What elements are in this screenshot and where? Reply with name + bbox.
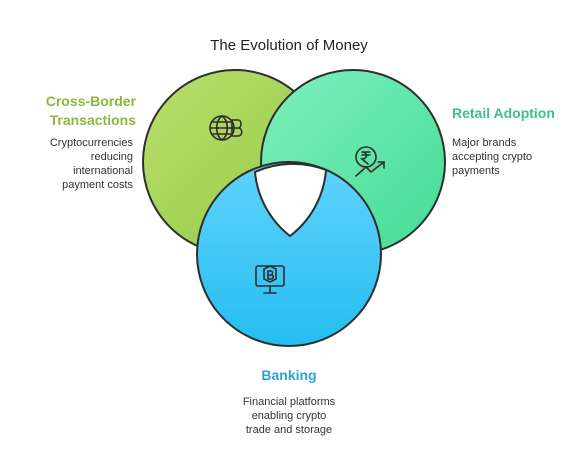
banking-description: Financial platforms enabling crypto trad… <box>242 396 336 436</box>
venn-center <box>253 162 328 238</box>
banking-title: Banking <box>261 367 317 383</box>
monitor-bitcoin-icon <box>255 265 285 294</box>
retail-adoption-title: Retail Adoption <box>452 105 555 121</box>
venn-circle-banking <box>196 161 382 347</box>
retail-adoption-description: Major brands accepting crypto payments <box>452 137 533 177</box>
cross-border-title: Cross-Border Transactions <box>45 93 136 128</box>
diagram-title: The Evolution of Money <box>210 37 368 54</box>
rupee-growth-icon <box>355 146 385 177</box>
cross-border-description: Cryptocurrencies reducing international … <box>49 137 133 191</box>
globe-bitcoin-icon <box>209 115 243 141</box>
